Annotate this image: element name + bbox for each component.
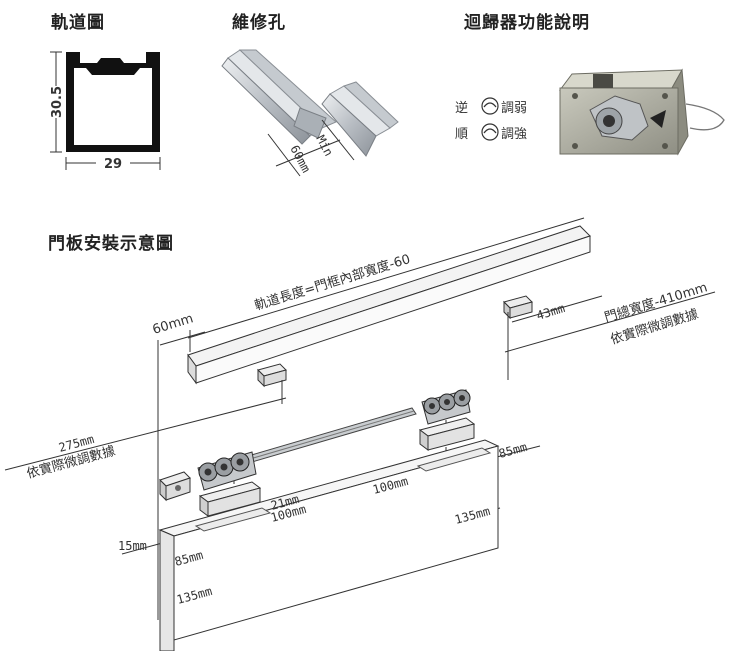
offset-60-label: 60mm <box>151 311 195 338</box>
track-width-dimension <box>65 157 161 170</box>
left-bracket <box>198 481 262 517</box>
repair-hole-track-right <box>321 81 399 157</box>
right-roller-carriage <box>421 389 471 425</box>
track-height-dimension <box>50 51 62 153</box>
left-roller-carriage <box>197 451 257 491</box>
track-diagram-title: 軌道圖 <box>51 13 105 33</box>
repair-hole-min-value: 60mm <box>287 143 313 175</box>
door-panel <box>158 439 500 651</box>
clockwise-icon <box>481 123 499 141</box>
returner-device <box>558 68 725 156</box>
repair-hole-gap-dimension <box>267 119 355 177</box>
track-profile <box>66 52 160 152</box>
forward-label: 順 <box>455 127 468 142</box>
connecting-rod <box>247 407 417 463</box>
right-bracket <box>418 417 476 451</box>
counter-clockwise-icon <box>481 97 499 115</box>
track-width-label: 29 <box>104 157 122 172</box>
right-stopper <box>503 295 533 320</box>
reverse-action-label: 調弱 <box>501 101 527 116</box>
returner-title: 迴歸器功能說明 <box>464 13 590 33</box>
dim-85-right-label: 85mm <box>497 440 529 461</box>
repair-hole-title: 維修孔 <box>232 13 286 33</box>
repair-hole-track-left <box>221 49 337 145</box>
dim-15-label: 15mm <box>118 539 147 553</box>
left-stopper <box>257 363 287 388</box>
installation-track <box>187 225 591 385</box>
reverse-label: 逆 <box>455 100 468 116</box>
gap-43-label: 43mm <box>535 301 567 323</box>
forward-action-label: 調強 <box>501 127 527 142</box>
door-returner-unit <box>159 471 191 502</box>
install-diagram-title: 門板安裝示意圖 <box>48 234 174 254</box>
track-height-label: 30.5 <box>50 86 65 118</box>
repair-hole-min-label: Min <box>313 133 336 159</box>
